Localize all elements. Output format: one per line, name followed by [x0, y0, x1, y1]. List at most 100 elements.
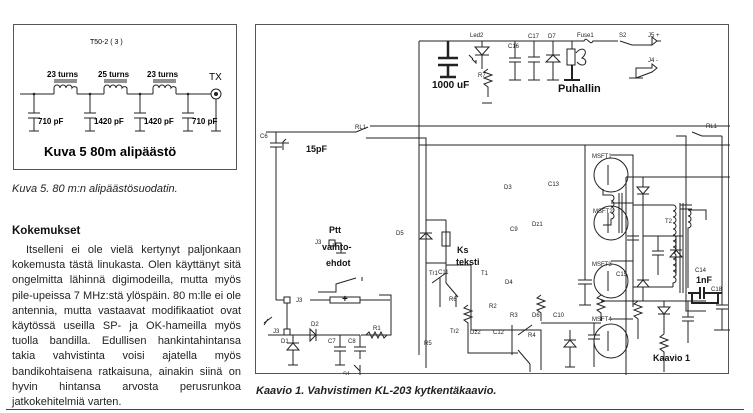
dz2-label: Dz2 — [470, 330, 481, 336]
c13-label: C13 — [548, 182, 560, 188]
connector-j3-top — [328, 239, 346, 254]
capacitor-c17 — [528, 41, 540, 81]
r3-label: R3 — [510, 313, 518, 319]
c6-value-label: 15pF — [306, 144, 328, 154]
tr2-label: Tr2 — [450, 329, 459, 335]
d4-label: D4 — [505, 280, 513, 286]
schematic-caption: Kaavio 1. Vahvistimen KL-203 kytkentäkaa… — [256, 385, 497, 397]
msft2-label: MSFT2 — [593, 209, 613, 215]
fan-icon — [556, 40, 587, 81]
ks-label-line2: teksti — [456, 257, 480, 267]
j4-label: J4 - — [648, 58, 658, 64]
ptt-label-line2: vaihto- — [322, 242, 352, 252]
dz1-label: Dz1 — [532, 222, 543, 228]
ptt-label-line1: Ptt — [329, 225, 341, 235]
r4-label: R4 — [528, 333, 536, 339]
msft1-label: MSFT1 — [592, 154, 612, 160]
capacitor-c16 — [509, 41, 521, 81]
ks-label-line1: Ks — [457, 245, 469, 255]
capacitor-c9 — [652, 236, 664, 275]
s1-label: S1 — [343, 372, 351, 375]
d3-label: D3 — [504, 185, 512, 191]
capacitor-c14 — [688, 287, 722, 304]
amplifier-schematic: Led2 R7 C16 C17 D7 Fuse1 S2 J5 + J4 - C6… — [255, 24, 753, 396]
coil-1-label: 23 turns — [47, 70, 79, 79]
section-heading: Kokemukset — [12, 225, 81, 237]
tr1-label: Tr1 — [429, 271, 438, 277]
cap-1000uf-label: 1000 uF — [432, 80, 469, 91]
fuse1-label: Fuse1 — [577, 33, 594, 39]
c8-label: C8 — [348, 339, 356, 345]
d2-label: D2 — [311, 322, 319, 328]
zener-dz2 — [562, 330, 578, 368]
diode-d3 — [635, 177, 651, 236]
resistor-r6 — [535, 294, 547, 321]
resistor-r1 — [365, 330, 388, 340]
wire — [425, 219, 447, 263]
capacitor-c10 — [682, 301, 694, 343]
coil-2-label: 25 turns — [98, 70, 130, 79]
msft3-label: MSFT3 — [592, 262, 612, 268]
c15-label: C15 — [616, 272, 628, 278]
r7-label: R7 — [478, 73, 486, 79]
relay-coil-rl1 — [441, 231, 451, 247]
wire — [687, 209, 707, 288]
c12-label: C12 — [493, 330, 505, 336]
t1-label: T1 — [481, 271, 489, 277]
plus-label: + — [342, 294, 348, 305]
mosfet-msft4 — [593, 323, 629, 359]
diode-d7 — [544, 41, 562, 81]
resistor-r7 — [482, 68, 494, 104]
drain-bus — [611, 154, 634, 320]
capacitor-1 — [28, 94, 40, 132]
led2-label: Led2 — [470, 33, 484, 39]
lowpass-schematic: T50-2 ( 3 ) 23 turns 25 turns 23 turns T… — [20, 39, 222, 159]
d6-label: D6 — [532, 313, 540, 319]
rl1-right-label: RL1 — [706, 124, 718, 130]
r2-label: R2 — [489, 304, 497, 310]
j3b-label: J3 — [273, 329, 280, 335]
d7-label: D7 — [548, 34, 556, 40]
d5-label: D5 — [396, 231, 404, 237]
c6-label: C6 — [260, 134, 268, 140]
tx-connector-icon — [210, 88, 222, 132]
tx-label: TX — [209, 72, 222, 83]
mosfet-msft1 — [593, 157, 629, 193]
figure5-lowpass-filter: T50-2 ( 3 ) 23 turns 25 turns 23 turns T… — [13, 24, 237, 170]
resistor-r4 — [658, 333, 670, 372]
resistor-r2 — [595, 294, 607, 321]
diagram-title: Kaavio 1 — [653, 353, 690, 363]
diode-d4 — [635, 236, 651, 301]
resistor-r3 — [632, 300, 644, 339]
c7-label: C7 — [328, 339, 336, 345]
c17-label: C17 — [528, 34, 540, 40]
transformer-t1 — [602, 189, 623, 233]
page-rule — [6, 409, 744, 410]
capacitor-c18 — [714, 293, 730, 331]
cap-1-label: 710 pF — [38, 117, 63, 126]
wire — [263, 294, 392, 336]
led2-icon — [468, 41, 491, 69]
figure5-caption: Kuva 5. 80 m:n alipäästösuodatin. — [12, 183, 178, 195]
wire — [446, 264, 542, 370]
capacitor-c8 — [354, 335, 366, 359]
capacitor-1000uf — [438, 41, 458, 79]
capacitor-c11 — [578, 145, 592, 306]
capacitor-c15 — [627, 205, 639, 287]
coil-3-label: 23 turns — [147, 70, 179, 79]
mosfet-msft2 — [593, 205, 629, 241]
r1-label: R1 — [373, 326, 381, 332]
s2-label: S2 — [619, 33, 627, 39]
diode-d5 — [418, 227, 446, 264]
capacitor-2 — [84, 94, 96, 132]
cap-2-label: 1420 pF — [94, 117, 124, 126]
cap-4-label: 710 pF — [192, 117, 217, 126]
j3-top-label: J3 — [315, 240, 322, 246]
transistor-tr1 — [431, 263, 459, 307]
switch-s2 — [619, 40, 652, 46]
capacitor-4 — [182, 94, 194, 132]
capacitor-c7 — [334, 335, 346, 366]
mosfet-msft3 — [593, 263, 629, 299]
r6-label: R6 — [449, 297, 457, 303]
capacitor-c6 — [270, 132, 289, 300]
